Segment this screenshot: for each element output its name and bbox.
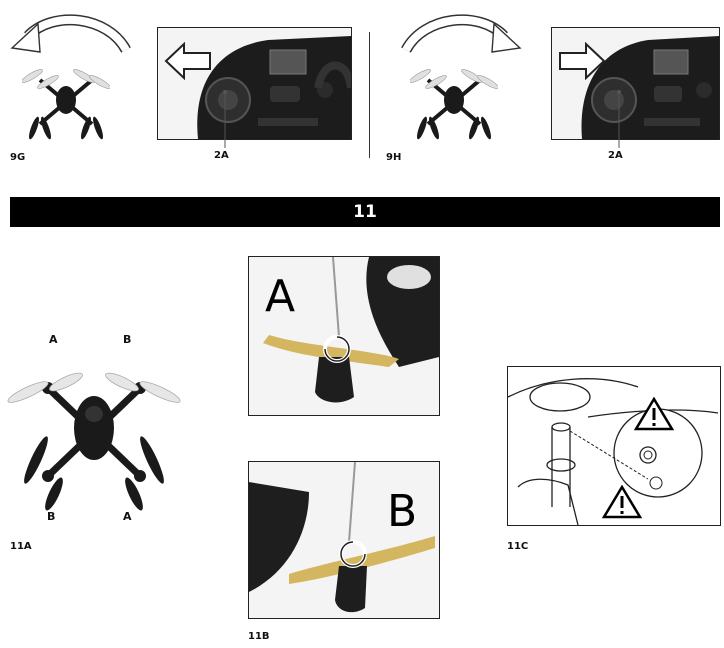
propeller-label: B — [47, 510, 56, 523]
drone-top-view-icon — [410, 69, 498, 140]
figure-label-11b: 11B — [248, 631, 270, 642]
callout-label-2a: 2A — [214, 150, 229, 161]
propeller-close-up-icon — [263, 257, 439, 403]
propeller-label: B — [123, 333, 132, 346]
callout-line — [223, 90, 227, 148]
controller-photo-left — [157, 27, 352, 140]
figure-label-11c: 11C — [507, 541, 529, 552]
block-arrow-left-icon — [164, 42, 211, 80]
drone-top-view-icon — [22, 69, 110, 140]
remote-controller-icon — [197, 36, 351, 139]
assembly-line-drawing — [507, 366, 721, 526]
callout-label-2a: 2A — [608, 150, 623, 161]
warning-triangle-icon — [634, 397, 674, 431]
figure-label-11a: 11A — [10, 541, 32, 552]
warning-triangle-icon — [602, 485, 642, 519]
figure-label-9g: 9G — [10, 152, 26, 163]
photo-letter: B — [387, 486, 418, 537]
figure-label-9h: 9H — [386, 152, 402, 163]
propeller-photo-a: A — [248, 256, 440, 416]
callout-line — [617, 90, 621, 148]
panel-divider — [369, 32, 370, 158]
propeller-label: A — [123, 510, 132, 523]
photo-letter: A — [265, 271, 296, 322]
propeller-photo-b: B — [248, 461, 440, 619]
controller-photo-right — [551, 27, 720, 140]
remote-controller-icon — [581, 36, 719, 139]
curved-arrow-counterclockwise-icon — [10, 14, 131, 53]
propeller-label: A — [49, 333, 58, 346]
curved-arrow-clockwise-icon — [401, 14, 522, 53]
drone-propeller-diagram-icon — [7, 372, 181, 511]
section-header-11: 11 — [10, 197, 720, 227]
block-arrow-right-icon — [559, 42, 606, 80]
section-number: 11 — [353, 202, 377, 222]
propeller-close-up-icon — [249, 462, 435, 613]
